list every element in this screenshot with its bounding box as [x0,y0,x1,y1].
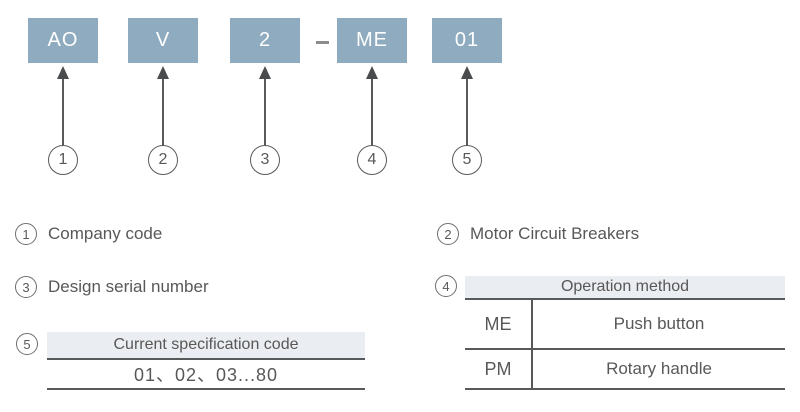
table-row: PM Rotary handle [465,350,785,390]
model-box-4: ME [337,18,407,63]
legend-circle-5: 5 [16,333,38,355]
ref-circle-1: 1 [48,145,78,175]
arrow-line-5 [466,79,468,146]
ref-circle-2: 2 [148,145,178,175]
arrow-up-icon-2 [157,66,169,79]
legend-item-motor-circuit-breakers: 2 Motor Circuit Breakers [437,223,639,245]
legend-circle-2: 2 [437,223,459,245]
legend-circle-1: 1 [15,223,37,245]
legend-circle-3: 3 [15,276,37,298]
operation-code-me: ME [465,300,533,348]
operation-desc-push-button: Push button [613,314,705,333]
model-box-1: AO [28,18,98,63]
model-box-5: 01 [432,18,502,63]
arrow-up-icon-1 [57,66,69,79]
arrow-line-3 [264,79,266,146]
operation-method-table: Operation method ME Push button PM Rotar… [465,276,785,390]
arrow-line-1 [62,79,64,146]
ref-circle-4: 4 [357,145,387,175]
operation-method-header: Operation method [465,276,785,300]
model-box-2: V [128,18,198,63]
arrow-line-4 [371,79,373,146]
current-specification-header: Current specification code [47,332,365,360]
legend-label-company-code: Company code [48,224,163,243]
arrow-up-icon-4 [366,66,378,79]
dash-separator [316,41,329,44]
operation-desc-rotary-handle: Rotary handle [606,359,712,378]
legend-label-motor-circuit-breakers: Motor Circuit Breakers [470,224,640,243]
legend-item-design-serial-number: 3 Design serial number [15,276,209,298]
arrow-up-icon-5 [461,66,473,79]
current-specification-values: 01、02、03...80 [47,360,365,390]
legend-label-design-serial-number: Design serial number [48,277,209,296]
legend-item-company-code: 1 Company code [15,223,162,245]
operation-code-pm: PM [465,350,533,388]
legend-circle-4: 4 [435,275,457,297]
ref-circle-5: 5 [452,145,482,175]
current-specification-table: Current specification code 01、02、03...80 [47,332,365,390]
model-box-3: 2 [230,18,300,63]
arrow-up-icon-3 [259,66,271,79]
ref-circle-3: 3 [250,145,280,175]
arrow-line-2 [162,79,164,146]
table-row: ME Push button [465,300,785,350]
